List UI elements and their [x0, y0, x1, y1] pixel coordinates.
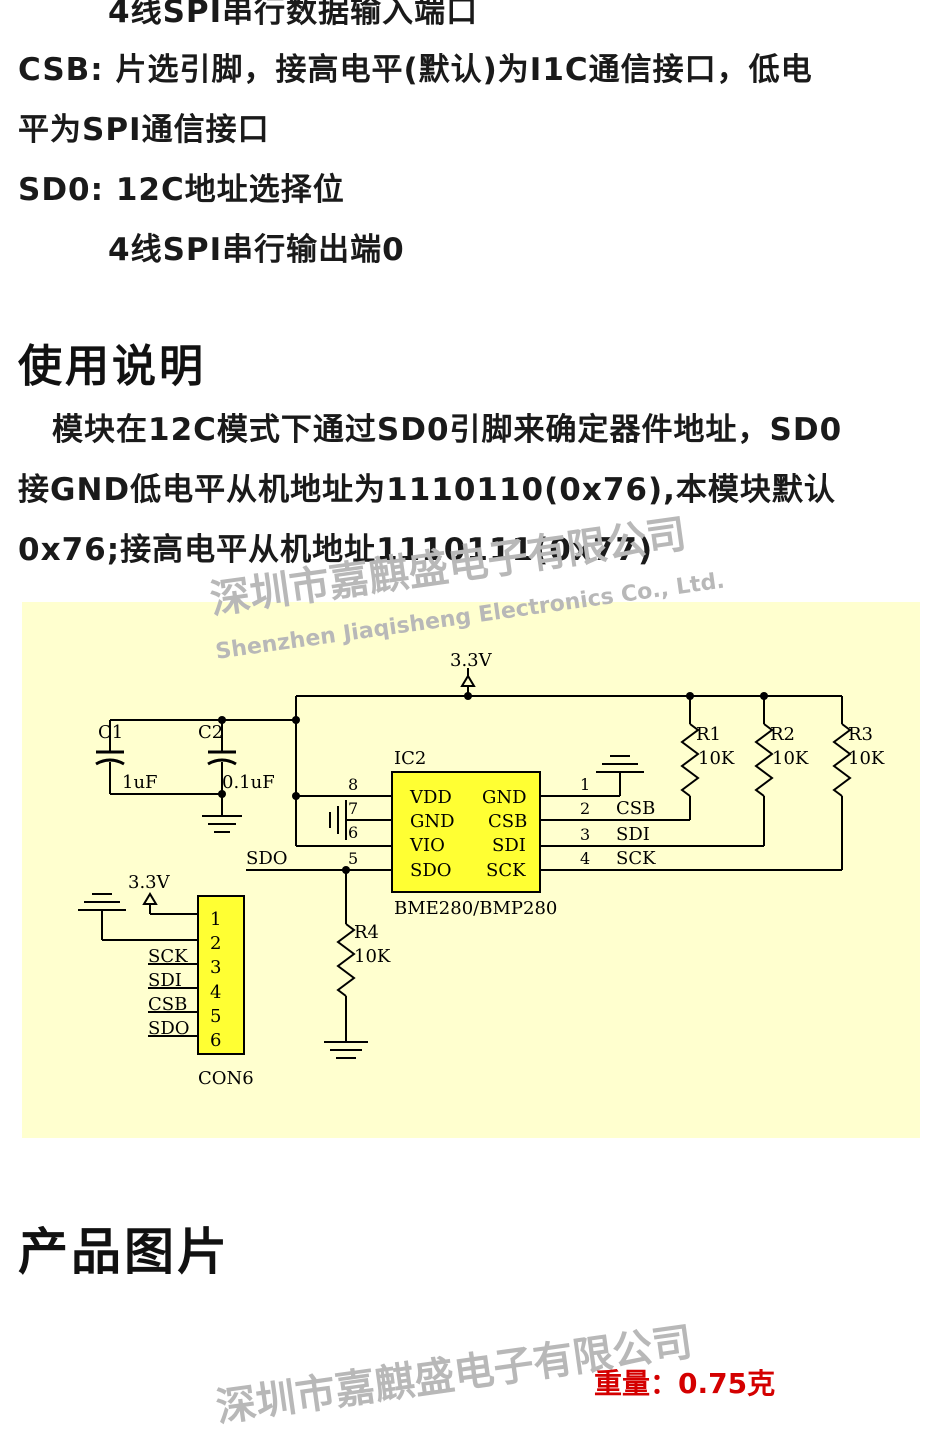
con-net-sck: SCK — [148, 946, 188, 967]
con-net-sdo: SDO — [148, 1018, 190, 1039]
con6-body — [197, 895, 245, 1055]
ic-pin-gnd-left: GND — [410, 811, 455, 832]
pin-line-csb: CSB: 片选引脚，接高电平(默认)为I1C通信接口，低电 — [18, 52, 813, 88]
schematic-svg: 3.3V C1 1uF C2 0.1uF IC2 BME280/BMP280 V… — [78, 650, 885, 1089]
con-pin-6: 6 — [210, 1030, 221, 1051]
r1-label: R1 — [696, 724, 721, 745]
ic-label: IC2 — [394, 748, 426, 769]
ic-pin-vio: VIO — [409, 835, 445, 856]
c2-value: 0.1uF — [222, 772, 275, 793]
pin-num-7: 7 — [348, 799, 358, 818]
net-sdi: SDI — [616, 824, 650, 845]
net-csb: CSB — [616, 798, 655, 819]
ic-pin-sck: SCK — [486, 860, 526, 881]
c2-label: C2 — [198, 722, 223, 743]
sdo-net-label: SDO — [246, 848, 288, 869]
ic-pin-gnd-right: GND — [482, 787, 527, 808]
con-pin-3: 3 — [210, 957, 221, 978]
usage-paragraph-line-1: 模块在12C模式下通过SD0引脚来确定器件地址，SD0 — [52, 412, 843, 448]
ic-part-label: BME280/BMP280 — [394, 898, 557, 919]
usage-paragraph-line-3: 0x76;接高电平从机地址1110111(0x77) — [18, 532, 654, 568]
pin-num-3: 3 — [580, 825, 590, 844]
pin-num-4: 4 — [580, 849, 590, 868]
ic-pin-csb: CSB — [488, 811, 527, 832]
pin-num-2: 2 — [580, 799, 590, 818]
con-pin-5: 5 — [210, 1006, 221, 1027]
c1-value: 1uF — [122, 772, 158, 793]
r4-label: R4 — [354, 922, 379, 943]
con-label: CON6 — [198, 1068, 254, 1089]
weight-label: 重量：0.75克 — [594, 1367, 776, 1400]
pin-num-5: 5 — [348, 849, 358, 868]
r4-value: 10K — [354, 946, 391, 967]
product-title: 产品图片 — [18, 1223, 230, 1281]
r2-value: 10K — [772, 748, 809, 769]
con-pin-1: 1 — [210, 909, 221, 930]
r3-label: R3 — [848, 724, 873, 745]
ic2-body — [391, 771, 541, 893]
net-sck: SCK — [616, 848, 656, 869]
con-pin-2: 2 — [210, 933, 221, 954]
con-net-csb: CSB — [148, 994, 187, 1015]
usage-title: 使用说明 — [18, 341, 206, 392]
pin-num-6: 6 — [348, 823, 358, 842]
con-vcc-label: 3.3V — [128, 872, 171, 893]
pin-num-1: 1 — [580, 775, 590, 794]
schematic-diagram: 3.3V C1 1uF C2 0.1uF IC2 BME280/BMP280 V… — [22, 602, 920, 1138]
pin-line-csb-cont: 平为SPI通信接口 — [18, 112, 270, 148]
con-pin-4: 4 — [210, 982, 221, 1003]
usage-paragraph-line-2: 接GND低电平从机地址为1110110(0x76),本模块默认 — [18, 472, 836, 508]
pin-line-sdo: SD0: 12C地址选择位 — [18, 172, 345, 208]
ic-pin-sdi: SDI — [492, 835, 526, 856]
ic-pin-sdo: SDO — [410, 860, 452, 881]
pin-line-spi-input: 4线SPI串行数据输入端口 — [108, 0, 479, 30]
vcc-label: 3.3V — [450, 650, 493, 671]
c1-label: C1 — [98, 722, 123, 743]
pin-num-8: 8 — [348, 775, 358, 794]
pin-line-sdo-spi: 4线SPI串行输出端0 — [108, 232, 405, 268]
r2-label: R2 — [770, 724, 795, 745]
con-net-sdi: SDI — [148, 970, 182, 991]
r3-value: 10K — [848, 748, 885, 769]
ic-pin-vdd: VDD — [409, 787, 452, 808]
r1-value: 10K — [698, 748, 735, 769]
